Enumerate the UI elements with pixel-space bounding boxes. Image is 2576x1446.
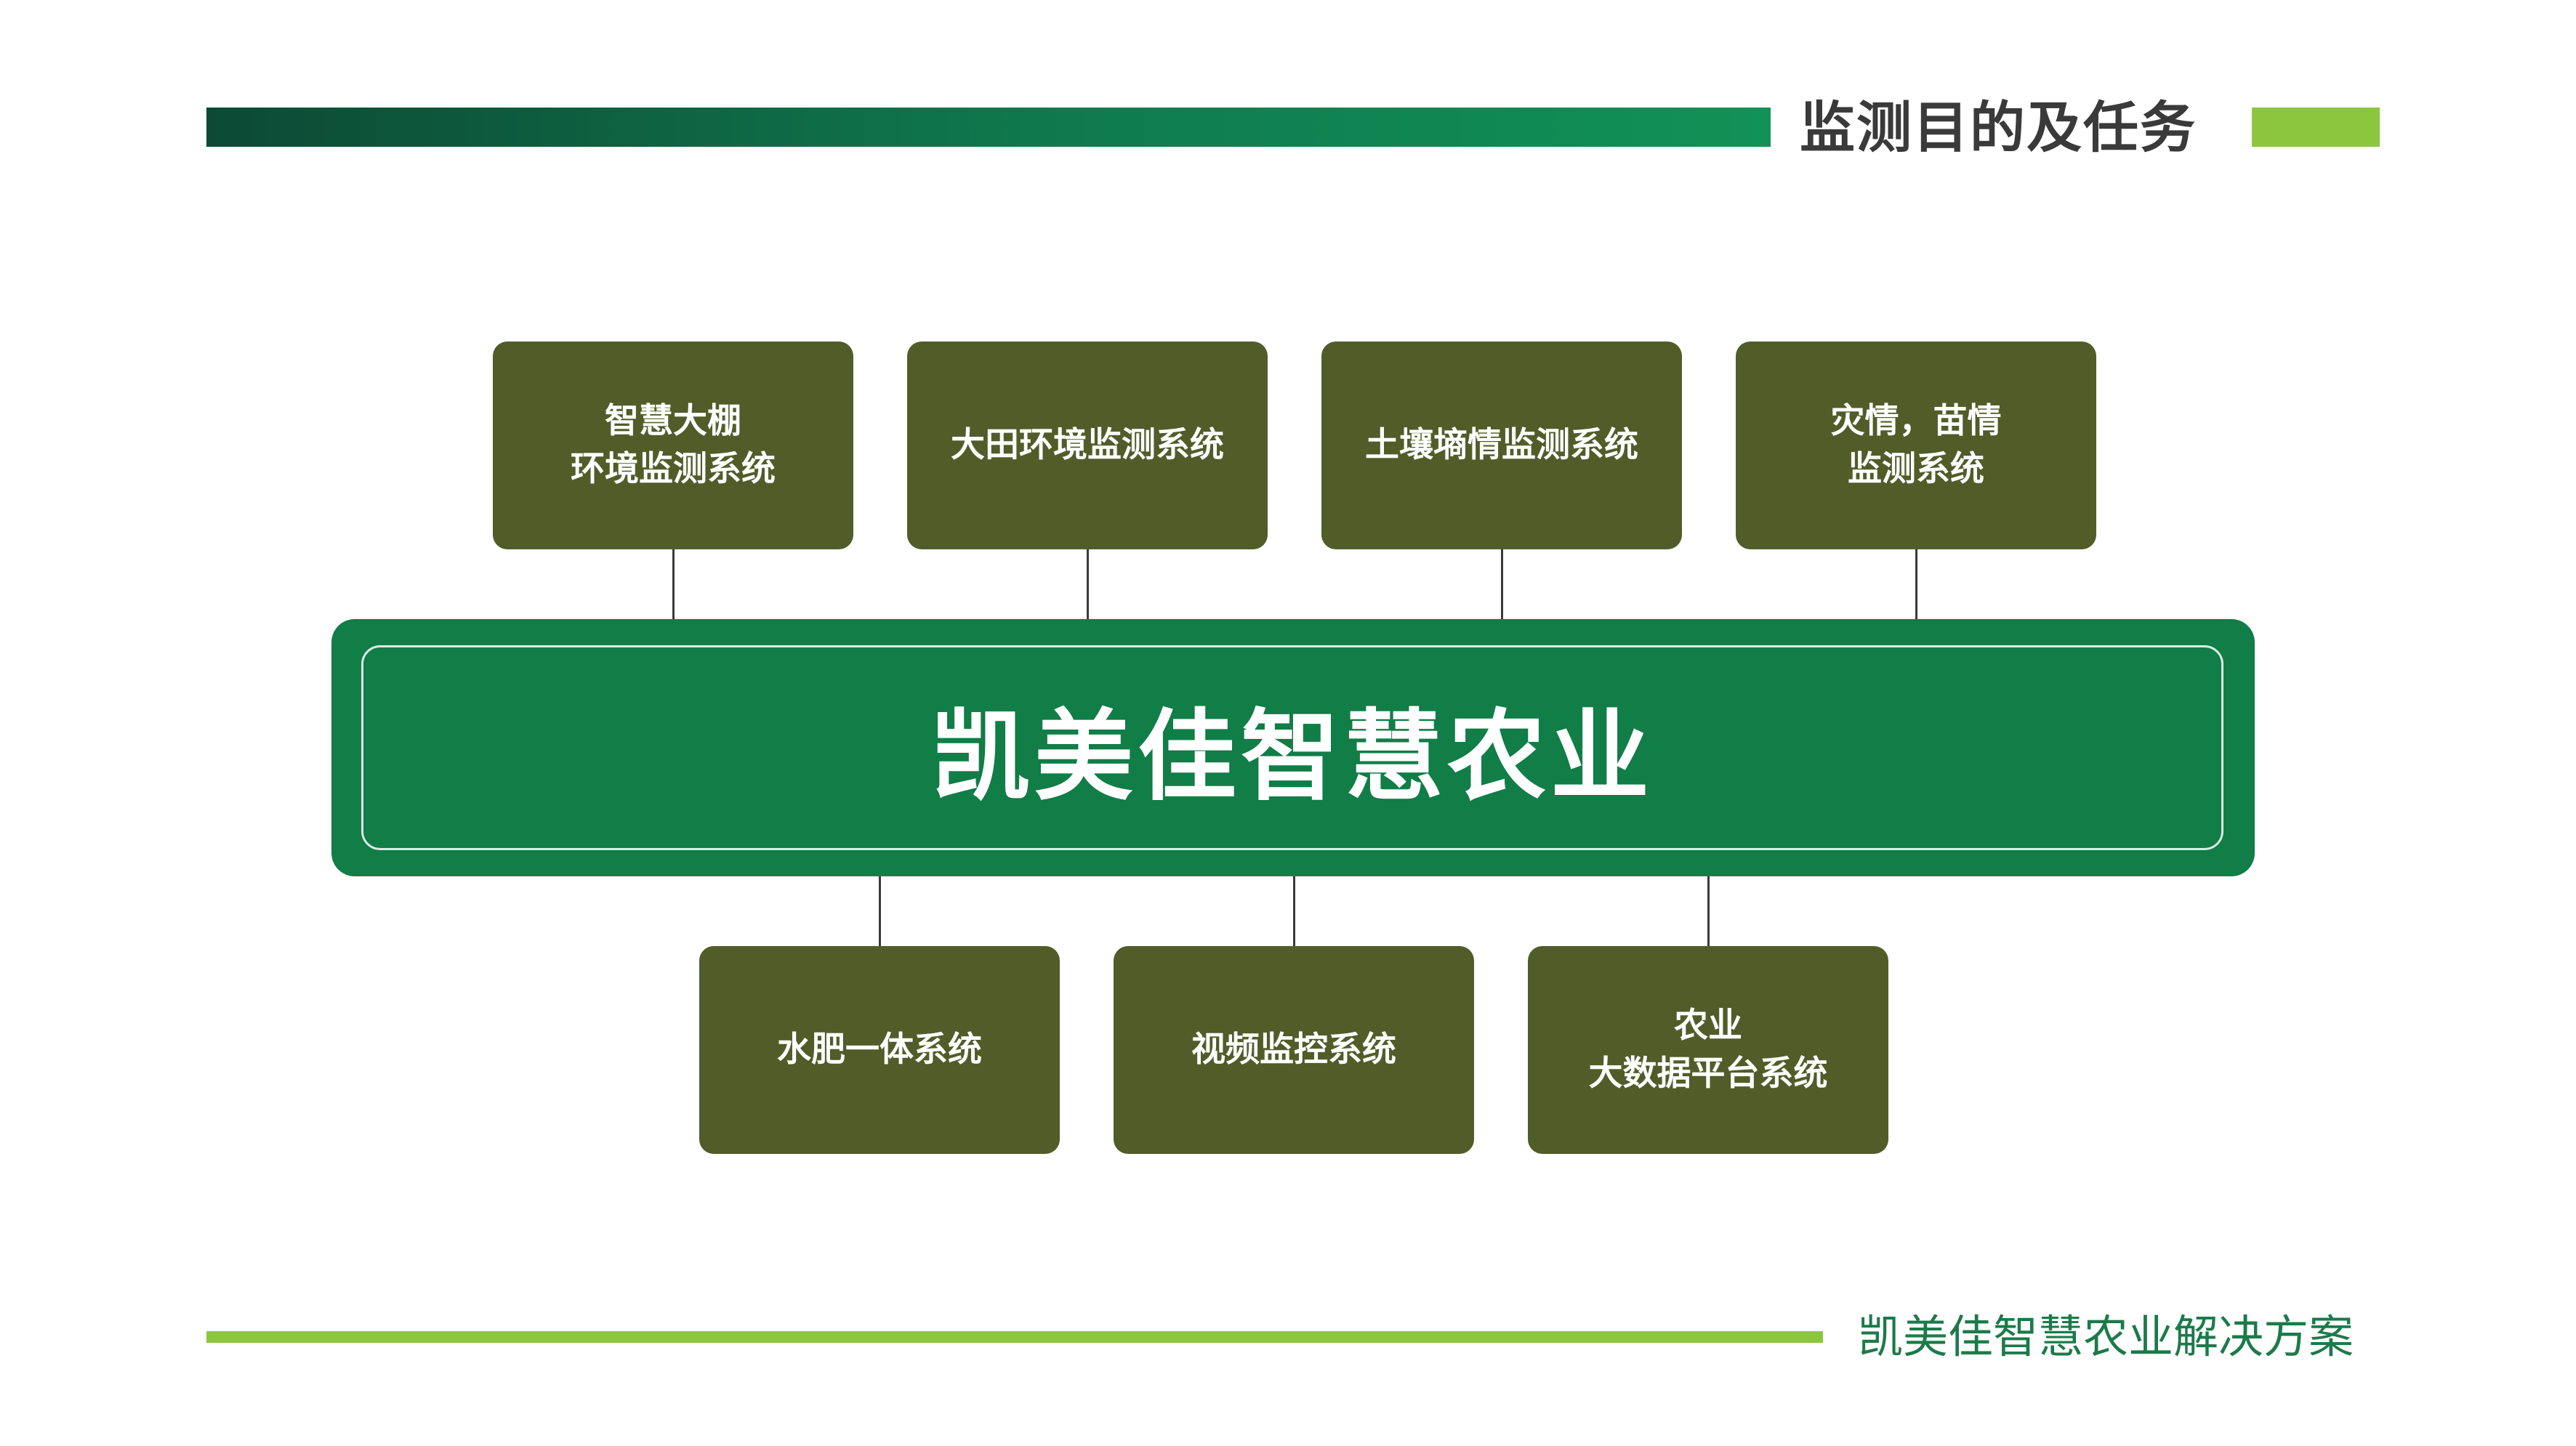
node-field-monitoring: 大田环境监测系统 [907, 342, 1268, 549]
connector-bottom-2 [1293, 876, 1295, 946]
node-soil-moisture-monitoring: 土壤墒情监测系统 [1321, 342, 1682, 549]
node-disaster-seedling-monitoring: 灾情，苗情 监测系统 [1736, 342, 2096, 549]
center-hub [331, 619, 2255, 876]
connector-top-1 [672, 549, 675, 619]
connector-bottom-1 [879, 876, 881, 946]
node-label-line: 土壤墒情监测系统 [1365, 425, 1638, 465]
header-accent-block [2252, 108, 2380, 147]
node-label-line: 大数据平台系统 [1588, 1054, 1828, 1094]
node-greenhouse-monitoring: 智慧大棚 环境监测系统 [493, 342, 853, 549]
header-gradient-bar [206, 108, 1771, 147]
node-label-line: 视频监控系统 [1191, 1030, 1396, 1070]
node-label-line: 农业 [1674, 1006, 1742, 1046]
center-hub-title: 凯美佳智慧农业 [931, 699, 1654, 815]
node-label-line: 灾情，苗情 [1830, 401, 2002, 441]
node-label-line: 环境监测系统 [571, 449, 776, 489]
node-agri-big-data: 农业 大数据平台系统 [1528, 946, 1888, 1154]
page-title: 监测目的及任务 [1800, 95, 2197, 160]
connector-top-2 [1087, 549, 1089, 619]
node-label-line: 水肥一体系统 [777, 1030, 982, 1070]
footer-caption: 凯美佳智慧农业解决方案 [1858, 1310, 2354, 1363]
connector-top-3 [1501, 549, 1503, 619]
node-video-surveillance: 视频监控系统 [1114, 946, 1474, 1154]
node-label-line: 大田环境监测系统 [951, 425, 1224, 465]
node-label-line: 智慧大棚 [605, 401, 741, 441]
connector-bottom-3 [1707, 876, 1710, 946]
node-label-line: 监测系统 [1848, 449, 1984, 489]
footer-accent-bar [206, 1331, 1823, 1343]
connector-top-4 [1915, 549, 1917, 619]
node-water-fertilizer: 水肥一体系统 [699, 946, 1060, 1154]
center-hub-inner-frame: 凯美佳智慧农业 [361, 645, 2223, 850]
